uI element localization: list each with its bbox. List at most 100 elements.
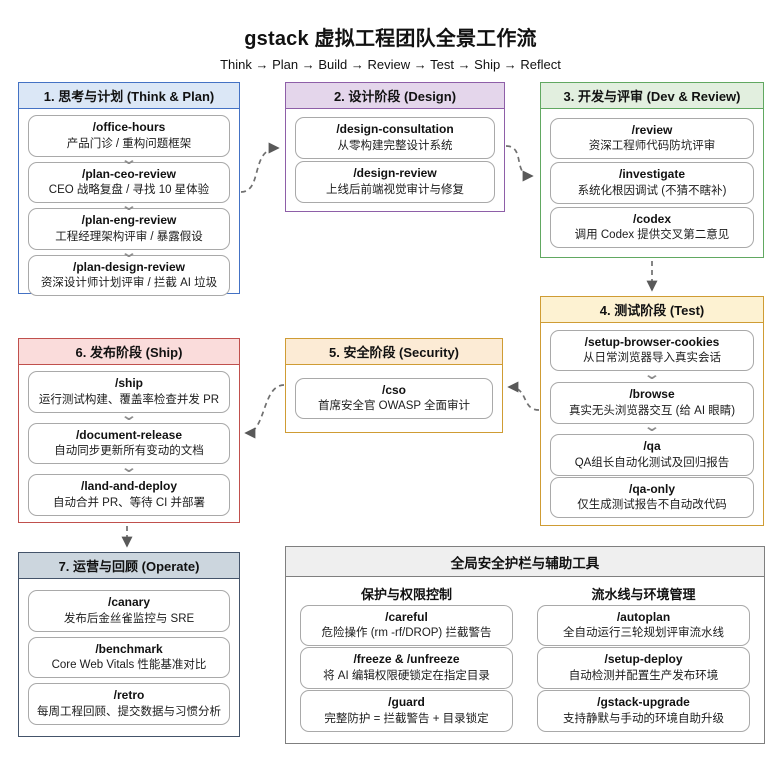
stage-test-header: 4. 测试阶段 (Test) (541, 297, 763, 323)
command-description: 调用 Codex 提供交叉第二意见 (574, 229, 730, 242)
node-qa-only: /qa-only 仅生成测试报告不自动改代码 (550, 476, 754, 519)
command-name: /retro (113, 688, 145, 703)
down-arrowhead-icon: ⌄ (120, 197, 138, 215)
node-design-review: /design-review 上线后前端视觉审计与修复 (295, 161, 495, 203)
guardrails-body: 保护与权限控制 /careful 危险操作 (rm -rf/DROP) 拦截警告… (286, 577, 764, 743)
command-name: /setup-browser-cookies (584, 334, 720, 349)
command-description: QA组长自动化测试及回归报告 (574, 456, 730, 469)
column-heading: 流水线与环境管理 (591, 587, 696, 603)
command-description: 工程经理架构评审 / 暴露假设 (55, 230, 203, 243)
stage-ship: 6. 发布阶段 (Ship) /ship 运行测试构建、覆盖率检查并发 PR ⌄… (18, 338, 240, 523)
stage-design-header: 2. 设计阶段 (Design) (286, 83, 504, 109)
connector-plan-to-design (240, 142, 280, 193)
command-name: /qa-only (628, 481, 675, 496)
command-name: /autoplan (616, 609, 671, 624)
command-description: 危险操作 (rm -rf/DROP) 拦截警告 (321, 627, 492, 640)
command-name: /codex (632, 211, 671, 226)
node-plan-design-review: /plan-design-review 资深设计师计划评审 / 拦截 AI 垃圾 (28, 254, 230, 297)
guardrails-title: 全局安全护栏与辅助工具 (286, 547, 764, 577)
stage-test-body: /setup-browser-cookies 从日常浏览器导入真实会话 ⌄ /b… (541, 323, 763, 525)
command-description: 自动检测并配置生产发布环境 (568, 669, 719, 682)
connector-design-to-dev (505, 145, 534, 182)
node-freeze-unfreeze: /freeze & /unfreeze 将 AI 编辑权限硬锁定在指定目录 (300, 647, 513, 689)
command-description: 系统化根因调试 (不猜不瞎补) (577, 184, 727, 197)
command-name: /browse (629, 387, 675, 402)
command-name: /guard (388, 695, 425, 710)
command-name: /gstack-upgrade (597, 695, 690, 710)
command-name: /freeze & /unfreeze (353, 652, 460, 667)
command-description: 运行测试构建、覆盖率检查并发 PR (38, 393, 220, 406)
command-name: /office-hours (92, 120, 166, 134)
command-description: 首席安全官 OWASP 全面审计 (317, 400, 471, 413)
node-ship: /ship 运行测试构建、覆盖率检查并发 PR (28, 371, 230, 413)
stage-think-plan: 1. 思考与计划 (Think & Plan) /office-hours 产品… (18, 82, 240, 297)
command-description: 资深设计师计划评审 / 拦截 AI 垃圾 (40, 277, 218, 290)
command-name: /plan-eng-review (81, 213, 177, 228)
stage-operate-body: /canary 发布后金丝雀监控与 SRE /benchmark Core We… (19, 579, 239, 736)
command-description: 发布后金丝雀监控与 SRE (63, 612, 195, 625)
command-name: /design-consultation (336, 122, 454, 137)
command-name: /design-review (353, 166, 437, 181)
command-description: 将 AI 编辑权限硬锁定在指定目录 (323, 669, 490, 682)
header: gstack 虚拟工程团队全景工作流 Think → Plan → Build … (0, 22, 781, 72)
command-description: Core Web Vitals 性能基准对比 (51, 659, 207, 672)
command-name: /setup-deploy (604, 652, 683, 667)
flow-subtitle: Think → Plan → Build → Review → Test → S… (220, 57, 561, 72)
command-name: /cso (381, 382, 406, 397)
node-review: /review 资深工程师代码防坑评审 (550, 117, 754, 160)
stage-test: 4. 测试阶段 (Test) /setup-browser-cookies 从日… (540, 296, 764, 526)
page-title: gstack 虚拟工程团队全景工作流 (244, 28, 537, 50)
node-investigate: /investigate 系统化根因调试 (不猜不瞎补) (550, 162, 754, 204)
command-description: 自动合并 PR、等待 CI 并部署 (52, 496, 206, 509)
node-setup-deploy: /setup-deploy 自动检测并配置生产发布环境 (537, 647, 750, 689)
command-name: /plan-ceo-review (81, 166, 177, 181)
command-description: 每周工程回顾、提交数据与习惯分析 (37, 705, 221, 718)
command-name: /document-release (75, 427, 183, 442)
command-description: 支持静默与手动的环境自助升级 (563, 712, 724, 725)
command-description: 全自动运行三轮规划评审流水线 (563, 627, 724, 640)
command-description: 从日常浏览器导入真实会话 (583, 352, 721, 365)
node-canary: /canary 发布后金丝雀监控与 SRE (28, 590, 230, 632)
down-arrowhead-icon: ⌄ (643, 418, 661, 436)
command-name: /investigate (618, 167, 686, 182)
command-description: 真实无头浏览器交互 (给 AI 眼睛) (568, 404, 736, 417)
stage-ship-body: /ship 运行测试构建、覆盖率检查并发 PR ⌄ /document-rele… (19, 365, 239, 522)
command-description: 自动同步更新所有变动的文档 (54, 445, 204, 458)
connector-security-to-ship (244, 384, 285, 439)
down-arrowhead-icon: ⌄ (643, 366, 661, 384)
down-arrowhead-icon: ⌄ (120, 150, 138, 168)
command-name: /ship (114, 376, 143, 391)
guardrails-column-protection: 保护与权限控制 /careful 危险操作 (rm -rf/DROP) 拦截警告… (300, 583, 513, 733)
stage-security-header: 5. 安全阶段 (Security) (286, 339, 502, 365)
down-arrowhead-icon: ⌄ (120, 407, 138, 425)
node-qa: /qa QA组长自动化测试及回归报告 (550, 434, 754, 476)
stage-operate-header: 7. 运营与回顾 (Operate) (19, 553, 239, 579)
command-name: /plan-design-review (72, 259, 186, 274)
down-arrowhead-icon: ⌄ (120, 458, 138, 476)
stage-operate: 7. 运营与回顾 (Operate) /canary 发布后金丝雀监控与 SRE… (18, 552, 240, 737)
command-description: 完整防护 = 拦截警告 + 目录锁定 (324, 712, 489, 725)
command-description: CEO 战略复盘 / 寻找 10 星体验 (48, 184, 210, 197)
node-design-consultation: /design-consultation 从零构建完整设计系统 (295, 117, 495, 159)
node-setup-browser-cookies: /setup-browser-cookies 从日常浏览器导入真实会话 (550, 329, 754, 372)
stage-dev-review-body: /review 资深工程师代码防坑评审 /investigate 系统化根因调试… (541, 109, 763, 257)
column-heading: 保护与权限控制 (360, 587, 452, 603)
node-careful: /careful 危险操作 (rm -rf/DROP) 拦截警告 (300, 604, 513, 647)
command-description: 从零构建完整设计系统 (337, 139, 453, 152)
stage-security-body: /cso 首席安全官 OWASP 全面审计 (286, 365, 502, 432)
node-plan-eng-review: /plan-eng-review 工程经理架构评审 / 暴露假设 (28, 208, 230, 250)
command-name: /benchmark (95, 641, 163, 656)
stage-design: 2. 设计阶段 (Design) /design-consultation 从零… (285, 82, 505, 212)
node-benchmark: /benchmark Core Web Vitals 性能基准对比 (28, 636, 230, 679)
node-gstack-upgrade: /gstack-upgrade 支持静默与手动的环境自助升级 (537, 690, 750, 732)
node-plan-ceo-review: /plan-ceo-review CEO 战略复盘 / 寻找 10 星体验 (28, 161, 230, 204)
node-document-release: /document-release 自动同步更新所有变动的文档 (28, 422, 230, 465)
node-office-hours: /office-hours 产品门诊 / 重构问题框架 (28, 115, 230, 157)
node-codex: /codex 调用 Codex 提供交叉第二意见 (550, 206, 754, 249)
command-description: 产品门诊 / 重构问题框架 (66, 137, 192, 150)
command-description: 上线后前端视觉审计与修复 (326, 183, 464, 196)
command-name: /qa (643, 439, 661, 454)
stage-think-plan-header: 1. 思考与计划 (Think & Plan) (19, 83, 239, 109)
command-description: 仅生成测试报告不自动改代码 (577, 499, 727, 512)
guardrails-panel: 全局安全护栏与辅助工具 保护与权限控制 /careful 危险操作 (rm -r… (285, 546, 765, 744)
